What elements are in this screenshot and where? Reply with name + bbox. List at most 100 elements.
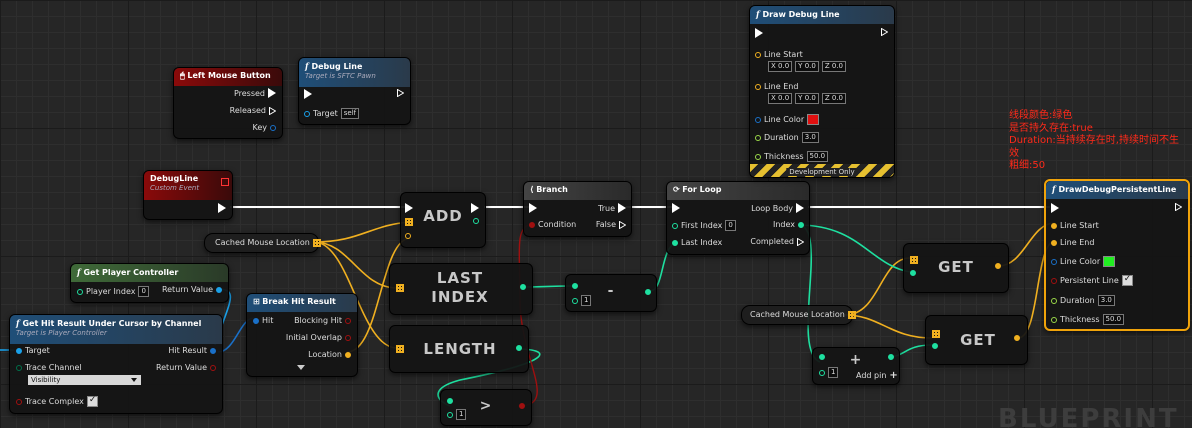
exec-in-pin[interactable] [304, 89, 312, 99]
int-pin-icon[interactable] [572, 283, 578, 289]
exec-pin-icon[interactable] [1175, 203, 1182, 211]
start-z-field[interactable]: 0.0 [831, 62, 843, 70]
end-z-field[interactable]: 0.0 [831, 94, 843, 102]
end-x-field[interactable]: 0.0 [778, 94, 790, 102]
vector-pin-icon[interactable] [755, 51, 761, 58]
debugline-custom-event-node[interactable]: DebugLine Custom Event [143, 170, 233, 220]
struct-pin-icon[interactable] [253, 317, 259, 324]
int-pin-icon[interactable] [672, 239, 678, 246]
exec-pin-icon[interactable] [397, 89, 404, 97]
exec-pin-icon[interactable] [755, 28, 763, 38]
key-pin[interactable]: Key [252, 123, 276, 132]
hit-pin[interactable]: Hit [253, 316, 273, 325]
exec-pin-icon[interactable] [471, 203, 479, 213]
loop-body-pin[interactable]: Loop Body [751, 203, 804, 213]
object-pin-icon[interactable] [16, 347, 22, 354]
struct-pin-icon[interactable] [210, 347, 216, 354]
thickness-field[interactable]: 50.0 [1102, 314, 1125, 325]
initial-overlap-pin[interactable]: Initial Overlap [286, 333, 351, 342]
float-pin-icon[interactable] [1051, 297, 1057, 304]
int-pin-icon[interactable] [520, 284, 526, 290]
int-pin-icon[interactable] [932, 343, 938, 349]
last-index-pin[interactable]: Last Index [672, 238, 722, 247]
add-int-node[interactable]: + 1 Add pin+ [812, 347, 900, 385]
int-pin-icon[interactable] [819, 354, 825, 360]
first-index-field[interactable]: 0 [725, 220, 736, 231]
start-x-field[interactable]: 0.0 [778, 62, 790, 70]
struct-pin-icon[interactable] [1051, 258, 1057, 265]
exec-pin-icon[interactable] [618, 203, 626, 213]
vector-pin-icon[interactable] [755, 83, 761, 90]
cached-mouse-location-getter[interactable]: Cached Mouse Location [741, 305, 856, 325]
vector-array-pin-icon[interactable] [910, 256, 918, 264]
bool-pin-icon[interactable] [345, 317, 351, 324]
bool-pin-icon[interactable] [1051, 277, 1057, 284]
array-get-node[interactable]: GET [925, 315, 1028, 365]
int-pin-icon[interactable] [447, 398, 453, 404]
int-pin-icon[interactable] [447, 411, 453, 418]
return-value-pin[interactable]: Return Value [162, 285, 222, 294]
exec-pin-icon[interactable] [796, 203, 804, 213]
vector-pin-icon[interactable] [1014, 335, 1020, 341]
line-color-pin[interactable]: Line Color [755, 114, 820, 125]
duration-field[interactable]: 3.0 [1097, 295, 1115, 306]
exec-pin-icon[interactable] [304, 89, 312, 99]
struct-pin-icon[interactable] [270, 124, 276, 131]
vector-array-pin-icon[interactable] [405, 218, 413, 226]
trace-channel-pin[interactable]: Trace Channel [16, 363, 82, 372]
add-value-field[interactable]: 1 [828, 367, 839, 378]
int-pin-icon[interactable] [473, 218, 479, 224]
vector-array-pin-icon[interactable] [312, 238, 321, 247]
int-pin-icon[interactable] [672, 222, 678, 229]
false-pin[interactable]: False [596, 220, 626, 229]
vector-array-pin-icon[interactable] [396, 284, 404, 292]
condition-pin[interactable]: Condition [529, 220, 576, 229]
target-pin[interactable]: Target [16, 346, 50, 355]
released-pin[interactable]: Released [230, 106, 276, 115]
bool-pin-icon[interactable] [519, 403, 525, 409]
blocking-hit-pin[interactable]: Blocking Hit [294, 316, 351, 325]
int-pin-icon[interactable] [798, 221, 804, 228]
delegate-pin-icon[interactable] [221, 178, 229, 186]
return-value-pin[interactable]: Return Value [156, 363, 216, 372]
vector-pin-icon[interactable] [1051, 222, 1057, 229]
exec-pin-icon[interactable] [529, 203, 537, 213]
vector-pin-icon[interactable] [1051, 239, 1057, 246]
int-pin-icon[interactable] [572, 297, 578, 304]
vector-pin-icon[interactable] [995, 263, 1001, 269]
break-hit-result-node[interactable]: ⊞ Break Hit Result Hit Blocking Hit Init… [246, 293, 358, 377]
object-pin-icon[interactable] [216, 286, 222, 293]
compare-value-field[interactable]: 1 [456, 409, 467, 420]
thickness-field[interactable]: 50.0 [806, 151, 829, 162]
int-pin-icon[interactable] [516, 345, 522, 351]
vector-array-pin-icon[interactable] [847, 310, 856, 319]
bool-pin-icon[interactable] [345, 334, 351, 341]
subtract-int-node[interactable]: 1 - [565, 274, 657, 312]
exec-pin-icon[interactable] [1051, 203, 1059, 213]
line-color-swatch[interactable] [807, 114, 820, 125]
true-pin[interactable]: True [598, 203, 626, 213]
array-length-node[interactable]: LENGTH [389, 325, 529, 373]
index-pin[interactable]: Index [773, 220, 804, 229]
byte-pin-icon[interactable] [16, 364, 22, 371]
trace-complex-pin[interactable]: Trace Complex [16, 395, 98, 407]
float-pin-icon[interactable] [1051, 316, 1057, 323]
bool-pin-icon[interactable] [210, 364, 216, 371]
duration-field[interactable]: 3.0 [801, 132, 819, 143]
expand-arrow-icon[interactable] [297, 365, 305, 370]
trace-channel-dropdown[interactable]: Visibility [28, 375, 141, 385]
